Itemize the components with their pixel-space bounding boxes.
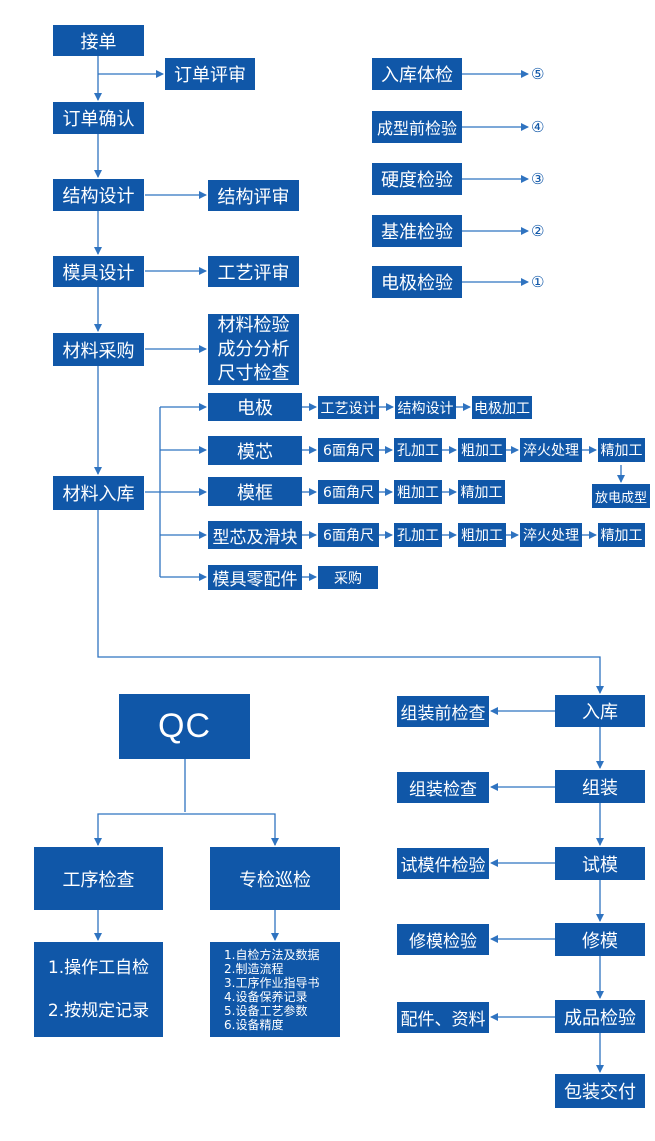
core-step-box: 6面角尺 [318, 438, 379, 462]
inspection-mark: ② [531, 222, 545, 240]
assembly-check-box: 组装检查 [397, 772, 489, 803]
slider-step-box: 孔加工 [394, 523, 442, 547]
inspection-box: 入库体检 [372, 58, 462, 90]
patrol-check-list: 1.自检方法及数据 2.制造流程 3.工序作业指导书 4.设备保养记录 5.设备… [210, 942, 340, 1037]
process-check-item: 1.操作工自检 [47, 957, 150, 978]
patrol-check-item: 1.自检方法及数据 [224, 947, 320, 962]
inspection-box: 电极检验 [372, 266, 462, 298]
material-check-item: 材料检验 [217, 314, 290, 336]
assembly-step-box: 试模 [555, 847, 645, 880]
structure-design-box: 结构设计 [53, 179, 144, 211]
patrol-check-box: 专检巡检 [210, 847, 340, 910]
process-check-item: 2.按规定记录 [47, 1000, 150, 1021]
qc-title-box: QC [119, 694, 250, 759]
frame-step-box: 粗加工 [394, 480, 442, 504]
core-step-box: 淬火处理 [520, 438, 582, 462]
final-delivery-box: 包装交付 [555, 1074, 645, 1108]
patrol-check-item: 4.设备保养记录 [224, 989, 308, 1004]
inspection-box: 硬度检验 [372, 163, 462, 195]
inspection-mark: ③ [531, 170, 545, 188]
core-step-box: 粗加工 [458, 438, 506, 462]
assembly-check-box: 组装前检查 [397, 696, 489, 727]
order-confirm-box: 订单确认 [53, 102, 144, 134]
slider-box: 型芯及滑块 [208, 521, 302, 549]
assembly-step-box: 组装 [555, 770, 645, 803]
material-check-item: 尺寸检查 [217, 362, 290, 384]
electrode-step-box: 工艺设计 [318, 396, 379, 419]
inspection-mark: ① [531, 273, 545, 291]
slider-step-box: 淬火处理 [520, 523, 582, 547]
slider-step-box: 精加工 [598, 523, 645, 547]
process-review-box: 工艺评审 [208, 256, 299, 287]
slider-step-box: 粗加工 [458, 523, 506, 547]
mold-parts-box: 模具零配件 [208, 565, 302, 590]
slider-step-box: 6面角尺 [318, 523, 379, 547]
patrol-check-item: 3.工序作业指导书 [224, 975, 320, 990]
material-storage-box: 材料入库 [53, 476, 144, 510]
mold-design-box: 模具设计 [53, 256, 144, 287]
frame-step-box: 精加工 [458, 480, 505, 504]
patrol-check-item: 6.设备精度 [224, 1017, 284, 1032]
material-checks-box: 材料检验 成分分析 尺寸检查 [208, 314, 299, 385]
patrol-check-item: 5.设备工艺参数 [224, 1003, 308, 1018]
assembly-step-box: 成品检验 [555, 1000, 645, 1033]
edm-forming-box: 放电成型 [592, 484, 650, 508]
material-check-item: 成分分析 [217, 338, 290, 360]
core-step-box: 孔加工 [394, 438, 442, 462]
take-order-box: 接单 [53, 25, 144, 56]
inspection-mark: ⑤ [531, 65, 545, 83]
structure-review-box: 结构评审 [208, 180, 299, 211]
process-check-list: 1.操作工自检 2.按规定记录 [34, 942, 163, 1037]
assembly-check-box: 修模检验 [397, 924, 489, 955]
inspection-box: 基准检验 [372, 215, 462, 247]
electrode-step-box: 电极加工 [472, 396, 532, 419]
frame-box: 模框 [208, 477, 302, 506]
process-check-box: 工序检查 [34, 847, 163, 910]
electrode-step-box: 结构设计 [395, 396, 456, 419]
assembly-step-box: 入库 [555, 695, 645, 727]
assembly-check-box: 试模件检验 [397, 848, 489, 879]
assembly-check-box: 配件、资料 [397, 1002, 489, 1033]
inspection-box: 成型前检验 [372, 111, 462, 143]
order-review-box: 订单评审 [165, 58, 255, 90]
core-step-box: 精加工 [598, 438, 645, 462]
patrol-check-item: 2.制造流程 [224, 961, 284, 976]
assembly-step-box: 修模 [555, 923, 645, 956]
parts-purchase-box: 采购 [318, 566, 378, 589]
core-box: 模芯 [208, 436, 302, 465]
frame-step-box: 6面角尺 [318, 480, 379, 504]
material-purchase-box: 材料采购 [53, 333, 144, 366]
inspection-mark: ④ [531, 118, 545, 136]
electrode-box: 电极 [208, 393, 302, 421]
